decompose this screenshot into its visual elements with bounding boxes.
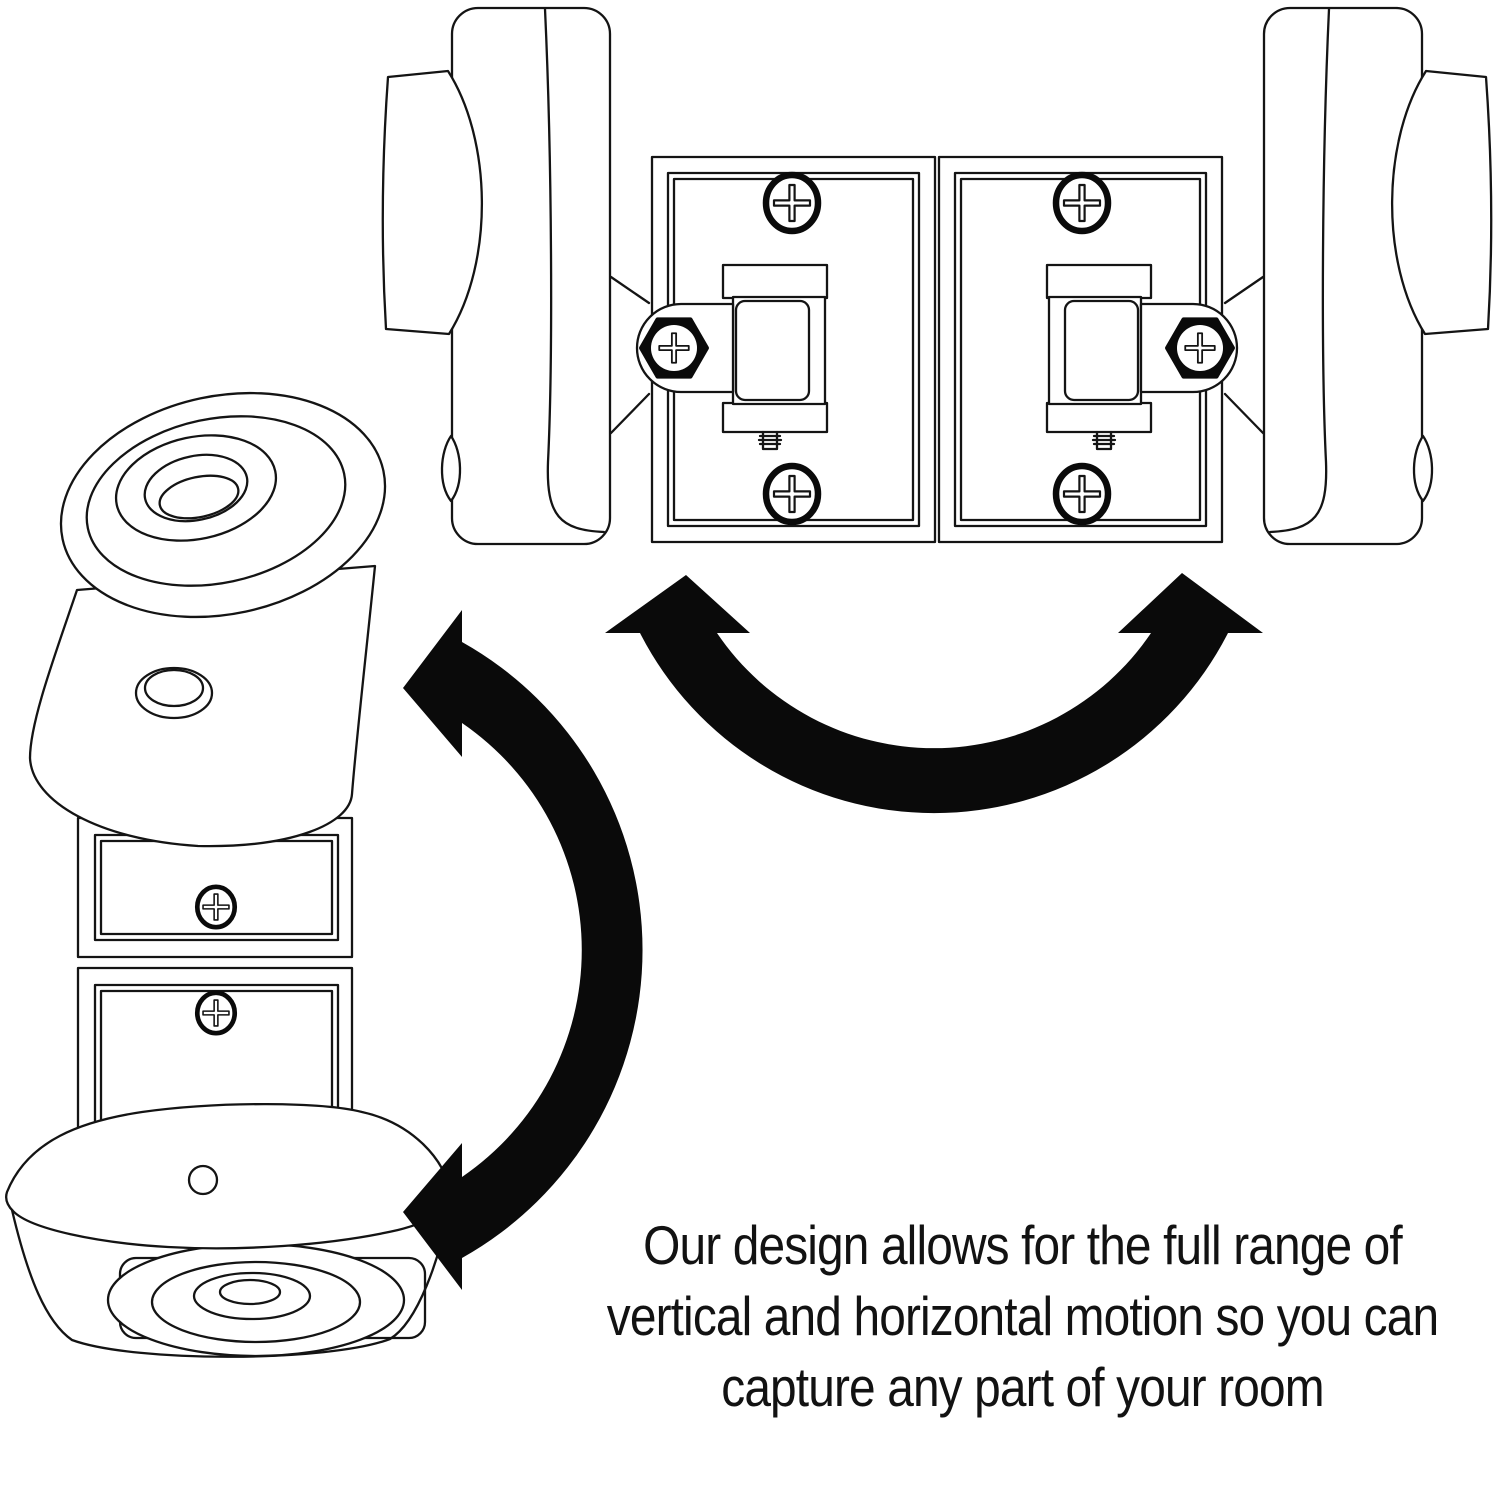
camera-tilted-up <box>28 391 387 848</box>
top-right-camera-assembly <box>939 8 1491 544</box>
horizontal-rotation-arrow-icon <box>605 573 1263 814</box>
camera-lens-ring <box>114 434 278 542</box>
phillips-screw-icon <box>197 993 234 1033</box>
caption-line-2: vertical and horizontal motion so you ca… <box>606 1285 1439 1347</box>
camera-aperture <box>158 474 240 520</box>
vertical-rotation-arrow-icon <box>403 610 643 1290</box>
camera-top-rim <box>59 391 387 619</box>
top-left-camera-assembly <box>383 8 935 544</box>
side-led <box>134 666 214 720</box>
camera-cylinder-body <box>28 564 377 848</box>
camera-top-face <box>4 1102 453 1250</box>
caption: Our design allows for the full range of … <box>530 1210 1500 1423</box>
camera-aperture <box>192 1271 312 1321</box>
pivot-hole <box>187 1164 219 1196</box>
camera-tilted-down <box>4 1102 453 1358</box>
caption-line-3: capture any part of your room <box>721 1356 1324 1418</box>
caption-line-1: Our design allows for the full range of <box>643 1214 1403 1276</box>
phillips-screw-icon <box>197 887 234 927</box>
